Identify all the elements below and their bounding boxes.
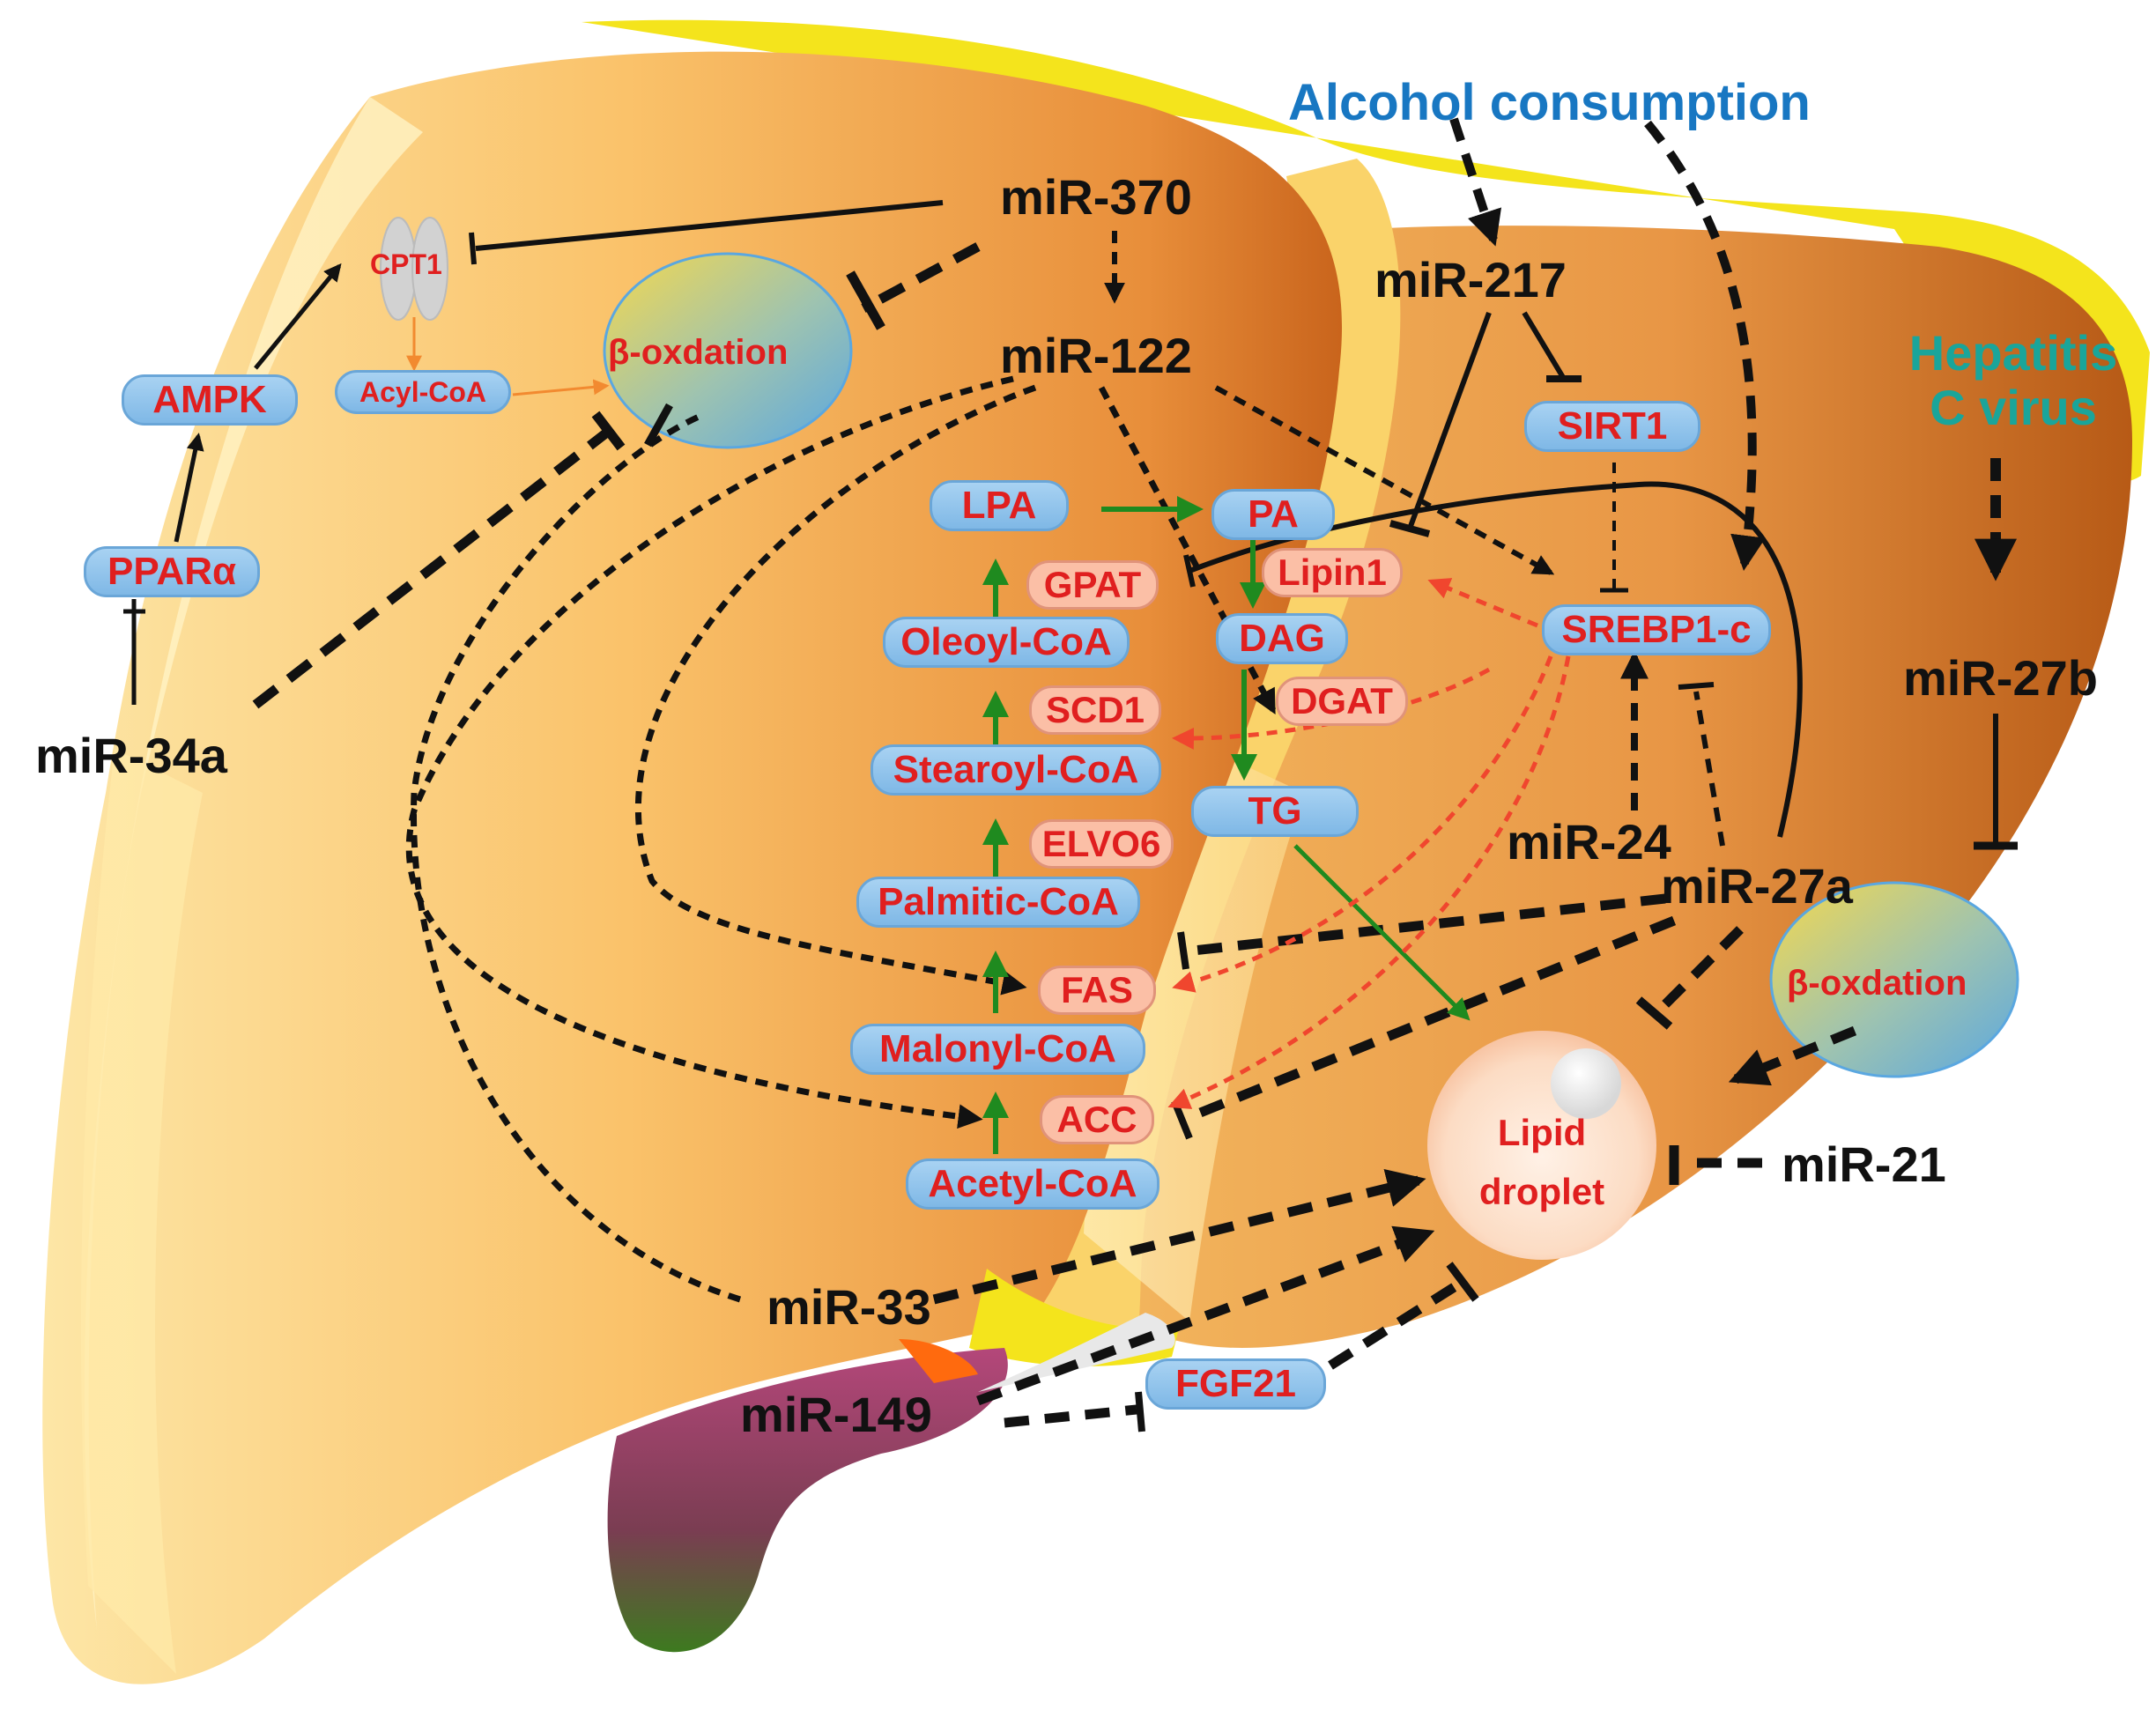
mirna-mir370: miR-370 xyxy=(1000,169,1192,225)
mirna-mir27a: miR-27a xyxy=(1661,858,1853,914)
lipid-droplet-shine xyxy=(1551,1048,1621,1119)
malonyl-coa-node: Malonyl-CoA xyxy=(850,1024,1145,1075)
cpt1-channel-icon xyxy=(380,217,448,321)
sirt1-node: SIRT1 xyxy=(1524,401,1700,452)
lipid-droplet-line1: Lipid xyxy=(1497,1112,1587,1153)
beta-oxidation-left-label: β-oxdation xyxy=(608,333,789,372)
oleoyl-coa-node: Oleoyl-CoA xyxy=(883,617,1130,668)
lipin1-enzyme: Lipin1 xyxy=(1262,548,1403,597)
scd1-enzyme: SCD1 xyxy=(1029,685,1161,735)
mirna-mir122: miR-122 xyxy=(1000,328,1192,383)
mirna-mir33: miR-33 xyxy=(767,1279,931,1335)
tg-node: TG xyxy=(1191,786,1359,837)
beta-oxidation-right-bubble xyxy=(1769,881,2019,1078)
fas-enzyme: FAS xyxy=(1038,966,1156,1015)
beta-oxidation-right-label: β-oxdation xyxy=(1787,964,1967,1003)
ppara-node: PPARα xyxy=(84,546,260,597)
srebp1c-node: SREBP1-c xyxy=(1542,604,1771,655)
beta-oxidation-left-bubble xyxy=(603,252,853,449)
arrow-mir370-cpt1 xyxy=(475,200,944,251)
lipid-droplet-label: Lipid droplet xyxy=(1463,1103,1621,1221)
mirna-mir24: miR-24 xyxy=(1507,814,1671,870)
mirna-mir21: miR-21 xyxy=(1782,1136,1946,1192)
lpa-node: LPA xyxy=(930,480,1069,531)
arrows xyxy=(123,117,2018,1432)
acc-enzyme: ACC xyxy=(1040,1095,1154,1144)
gpat-enzyme: GPAT xyxy=(1026,560,1159,610)
cpt1-label: CPT1 xyxy=(370,248,442,280)
mirna-mir27b: miR-27b xyxy=(1903,650,2098,706)
fgf21-node: FGF21 xyxy=(1145,1358,1326,1410)
palmitic-coa-node: Palmitic-CoA xyxy=(856,877,1140,928)
alcohol-consumption-label: Alcohol consumption xyxy=(1288,74,1811,131)
acyl-coa-node: Acyl-CoA xyxy=(335,370,511,414)
lipid-droplet-line2: droplet xyxy=(1478,1171,1605,1213)
ampk-node: AMPK xyxy=(122,374,298,426)
mirna-mir149: miR-149 xyxy=(740,1387,932,1442)
hepatitis-c-virus-label: Hepatitis C virus xyxy=(1908,325,2118,435)
dgat-enzyme: DGAT xyxy=(1276,677,1408,726)
mirna-mir34a: miR-34a xyxy=(35,728,227,783)
dag-node: DAG xyxy=(1216,613,1348,664)
stearoyl-coa-node: Stearoyl-CoA xyxy=(871,744,1161,796)
mirna-mir217: miR-217 xyxy=(1374,252,1567,307)
pa-node: PA xyxy=(1211,489,1335,540)
acetyl-coa-node: Acetyl-CoA xyxy=(906,1158,1159,1210)
elvo6-enzyme: ELVO6 xyxy=(1029,819,1174,869)
